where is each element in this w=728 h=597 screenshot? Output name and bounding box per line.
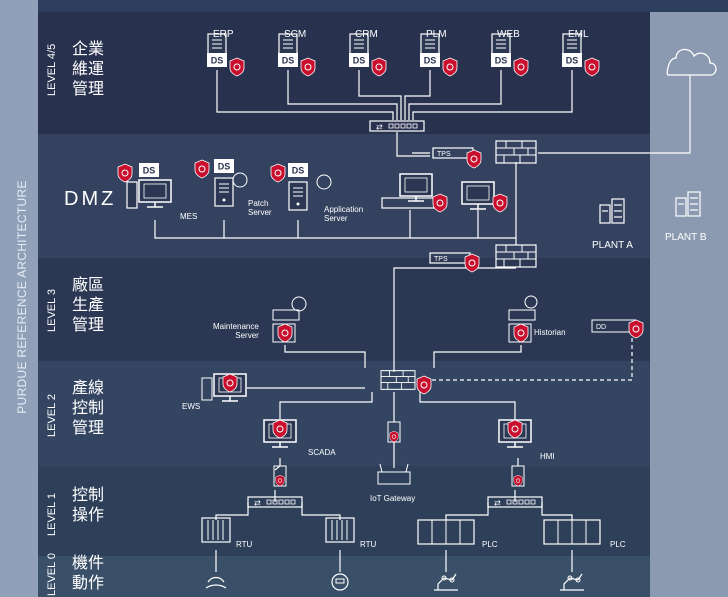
label-tps-top: TPS (437, 151, 451, 158)
label-crm: CRM (355, 29, 378, 40)
band-level-1: LEVEL 1 控制 操作 (38, 466, 650, 556)
label-scada: SCADA (308, 448, 336, 457)
label-plm: PLM (426, 29, 447, 40)
label-plc-2: PLC (610, 540, 626, 549)
label-rtu-2: RTU (360, 540, 377, 549)
enterprise-servers (207, 33, 600, 77)
label-ews: EWS (182, 402, 201, 411)
label-hmi: HMI (540, 452, 555, 461)
level-zh: 產線 控制 管理 (72, 380, 105, 437)
label-web: WEB (497, 29, 520, 40)
level-zh: 廠區 生產 管理 (72, 277, 105, 334)
label-dd: DD (596, 324, 606, 331)
band-level-4-5: LEVEL 4/5 企業 維運 管理 (38, 12, 650, 134)
label-erp: ERP (213, 29, 234, 40)
label-iot-gateway: IoT Gateway (370, 494, 416, 503)
label-tps-mid: TPS (434, 256, 448, 263)
label-historian: Historian (534, 328, 566, 337)
band-level-0: LEVEL 0 機件 動作 (38, 553, 650, 597)
label-maintenance-server: Maintenance Server (213, 322, 259, 340)
level-zh: 控制 操作 (72, 487, 105, 524)
label-plant-b: PLANT B (665, 232, 707, 243)
band-level-2: LEVEL 2 產線 控制 管理 (38, 361, 650, 466)
label-eml: EML (568, 29, 589, 40)
label-plant-a: PLANT A (592, 240, 633, 251)
label-patch-server: Patch Server (248, 199, 272, 217)
level-zh: 機件 動作 (72, 555, 105, 592)
label-plc-1: PLC (482, 540, 498, 549)
level-zh: 企業 維運 管理 (72, 41, 105, 98)
left-strip (0, 0, 38, 597)
plant-b-column (650, 12, 728, 597)
cloud-icon (666, 48, 717, 76)
dmz-title: DMZ (64, 188, 117, 210)
label-mes: MES (180, 212, 198, 221)
band-level-3: LEVEL 3 廠區 生產 管理 (38, 258, 650, 361)
label-scm: SCM (284, 29, 306, 40)
label-rtu-1: RTU (236, 540, 253, 549)
label-application-server: Application Server (324, 205, 364, 223)
